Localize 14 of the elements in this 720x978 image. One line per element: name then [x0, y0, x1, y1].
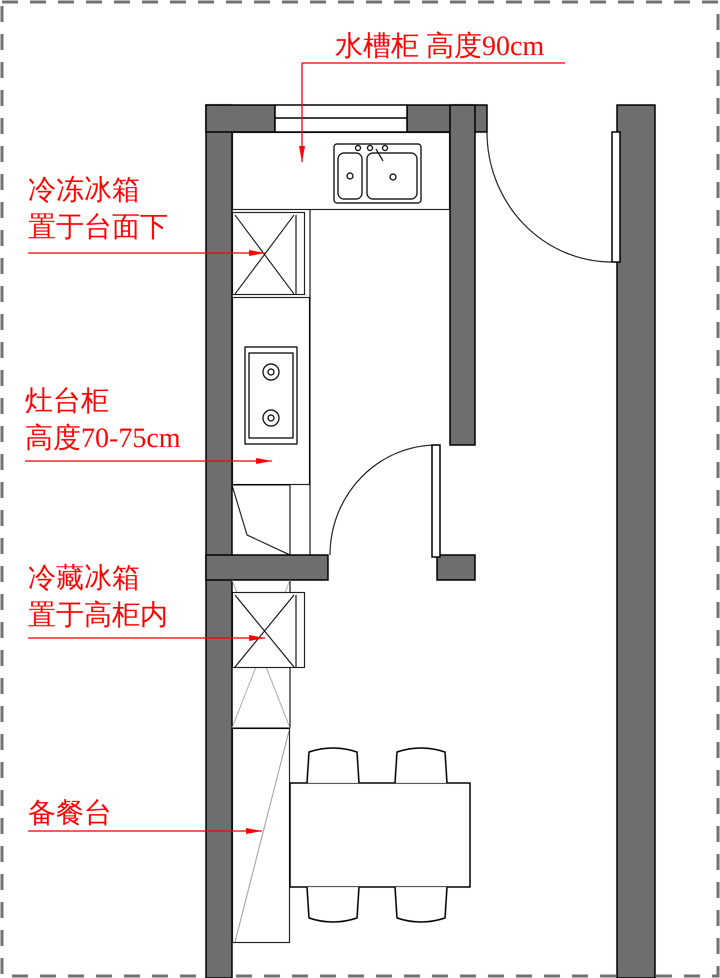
callout-label: 备餐台	[28, 795, 112, 832]
leader-line	[28, 250, 265, 256]
fridge-cabinet	[232, 592, 305, 668]
leader-line	[28, 828, 262, 834]
callout-label: 冷藏冰箱置于高柜内	[28, 560, 168, 634]
sink-cabinet	[232, 132, 450, 210]
callout-label: 水槽柜 高度90cm	[335, 28, 544, 65]
callout-label: 冷冻冰箱置于台面下	[28, 172, 168, 246]
callout-label: 灶台柜高度70-75cm	[25, 383, 181, 457]
freezer-cabinet	[232, 212, 305, 295]
leader-line	[25, 458, 272, 464]
leader-line	[299, 62, 565, 162]
leader-line	[28, 635, 265, 641]
stove-cabinet	[232, 297, 310, 485]
